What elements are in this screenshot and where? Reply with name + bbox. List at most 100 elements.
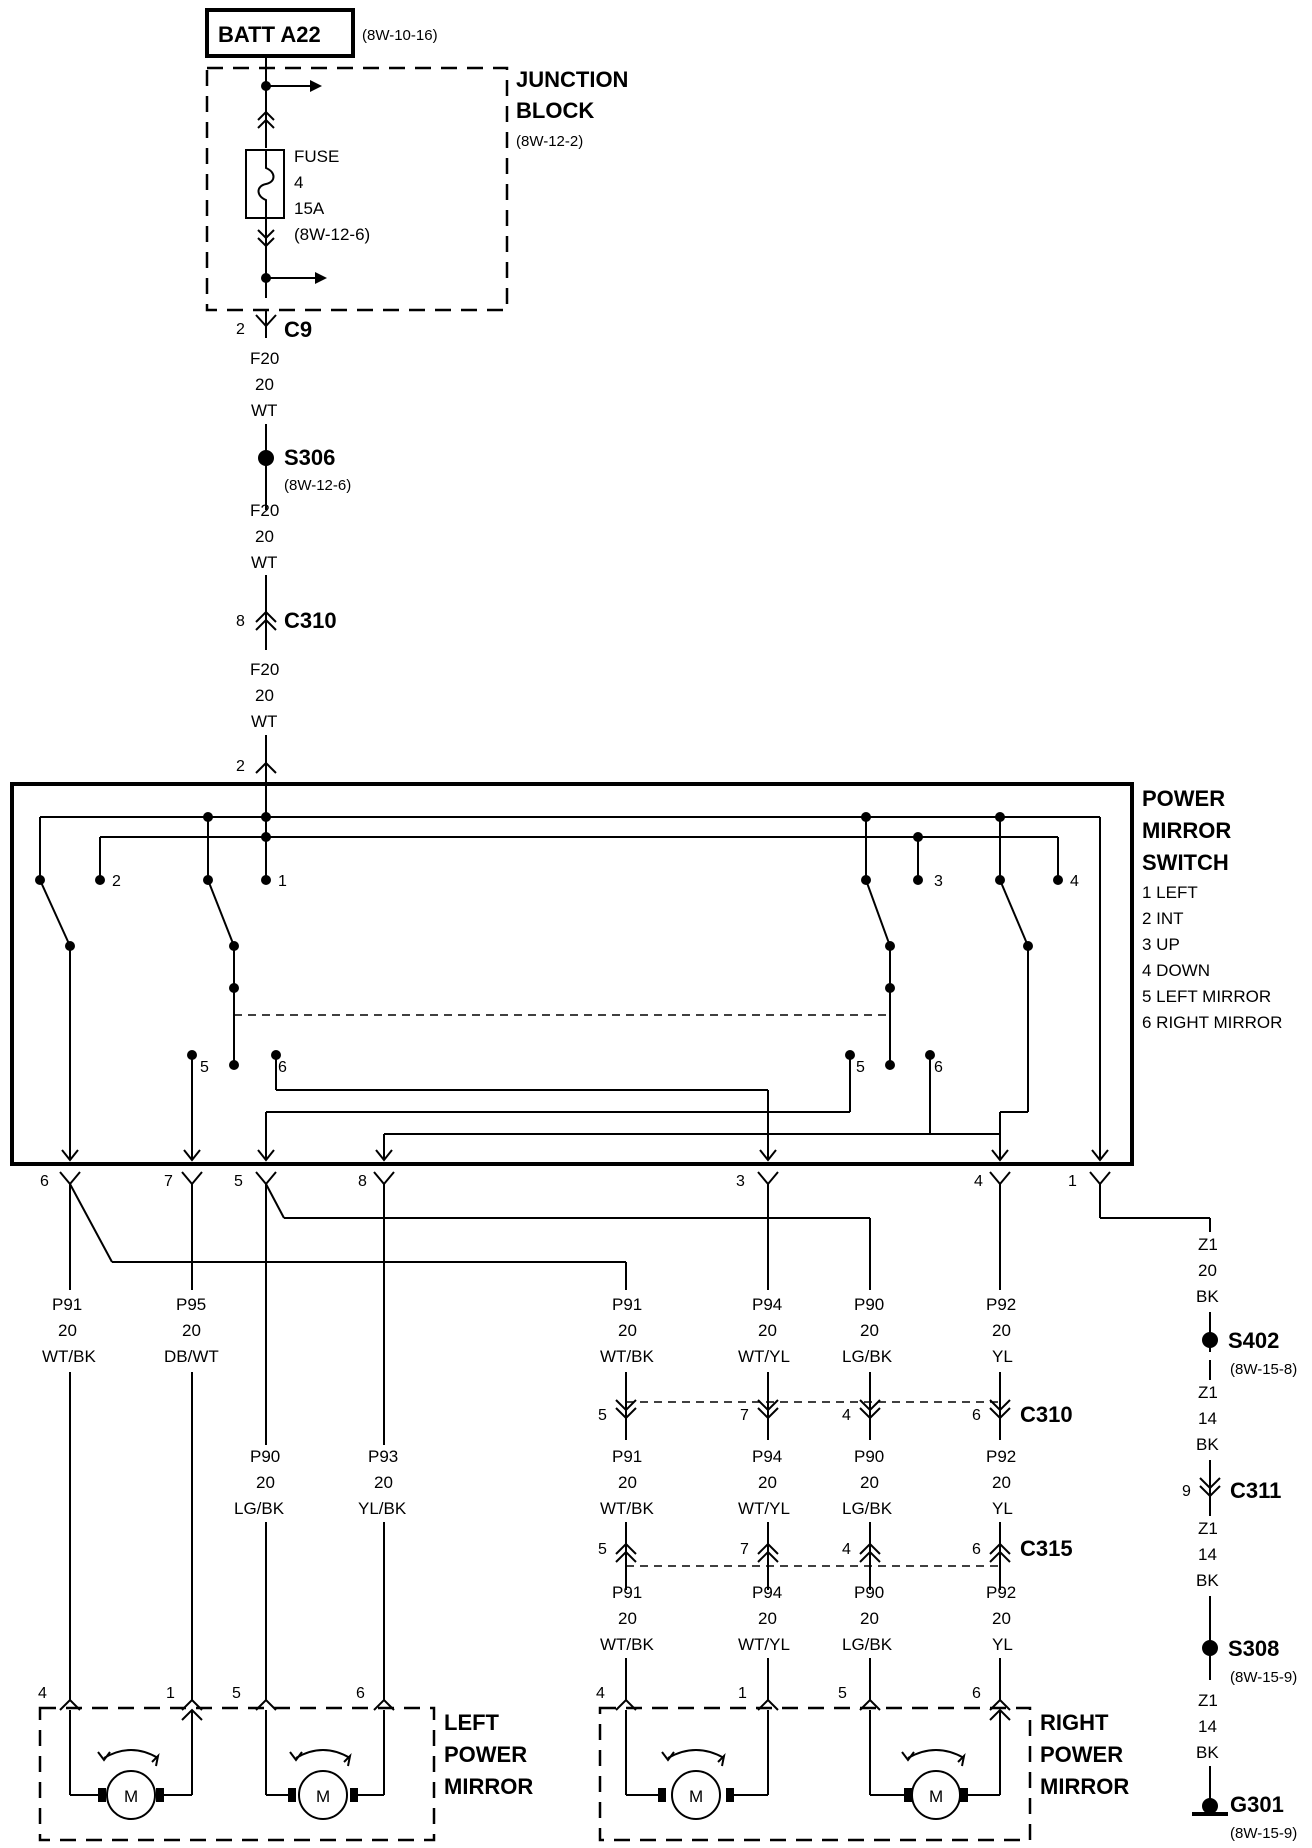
left-wire-p90-circuit: P90 <box>250 1447 280 1466</box>
s308-label: S308 <box>1228 1636 1279 1661</box>
c310-top-pin: 8 <box>236 613 245 630</box>
s308-ref: (8W-15-9) <box>1230 1669 1297 1686</box>
switch-contact-2: 2 <box>112 873 121 890</box>
junction-block-ref: (8W-12-2) <box>516 133 583 150</box>
right-wire-p90-color-1: LG/BK <box>842 1347 893 1366</box>
ground-wire-z1-circuit-4: Z1 <box>1198 1691 1218 1710</box>
right-wire-p94-gauge-1: 20 <box>758 1321 777 1340</box>
switch-pin-5: 5 <box>234 1173 243 1190</box>
left-mirror-title-2: POWER <box>444 1742 527 1767</box>
switch-left-contact-6: 6 <box>278 1059 287 1076</box>
right-wire-p91-circuit-1: P91 <box>612 1295 642 1314</box>
c311-label: C311 <box>1230 1478 1281 1503</box>
wire-f20-color-1: WT <box>251 401 277 420</box>
right-wire-p91-circuit-2: P91 <box>612 1447 642 1466</box>
left-wire-p90-gauge: 20 <box>256 1473 275 1492</box>
right-wire-p94-gauge-2: 20 <box>758 1473 777 1492</box>
right-wire-p90-color-3: LG/BK <box>842 1635 893 1654</box>
right-wire-p90-circuit-2: P90 <box>854 1447 884 1466</box>
right-mirror-title-1: RIGHT <box>1040 1710 1109 1735</box>
right-wire-p94-circuit-3: P94 <box>752 1583 782 1602</box>
left-wire-p91-gauge: 20 <box>58 1321 77 1340</box>
right-mirror-motor-2-label: M <box>929 1787 943 1806</box>
right-wire-p91-gauge-2: 20 <box>618 1473 637 1492</box>
s308-splice <box>1202 1640 1218 1656</box>
right-wire-p90-gauge-3: 20 <box>860 1609 879 1628</box>
switch-pin-3: 3 <box>736 1173 745 1190</box>
switch-right-contact-5: 5 <box>856 1059 865 1076</box>
right-wire-p94-color-1: WT/YL <box>738 1347 790 1366</box>
left-power-mirror-outline <box>38 1706 436 1842</box>
switch-bottom-connector <box>59 1171 1111 1186</box>
right-mirror-pin-1: 1 <box>738 1685 747 1702</box>
right-mirror-title-2: POWER <box>1040 1742 1123 1767</box>
s402-ref: (8W-15-8) <box>1230 1361 1297 1378</box>
switch-contact-3: 3 <box>934 873 943 890</box>
s306-label: S306 <box>284 445 335 470</box>
ground-wire-z1-gauge-2: 14 <box>1198 1409 1217 1428</box>
left-wire-p95-color: DB/WT <box>164 1347 219 1366</box>
right-mirror-motor-1-label: M <box>689 1787 703 1806</box>
ground-wire-z1-color-2: BK <box>1196 1435 1219 1454</box>
switch-right-contact-6: 6 <box>934 1059 943 1076</box>
power-mirror-switch-box <box>10 782 1134 1166</box>
left-wire-p91-circuit: P91 <box>52 1295 82 1314</box>
switch-left-contact-5: 5 <box>200 1059 209 1076</box>
left-mirror-motor-1 <box>69 1710 193 1820</box>
right-mirror-connector <box>615 1698 1011 1721</box>
wire-f20-gauge-1: 20 <box>255 375 274 394</box>
fuse-label-3: 15A <box>294 199 325 218</box>
left-wire-p93-color: YL/BK <box>358 1499 407 1518</box>
right-wire-p90-circuit-3: P90 <box>854 1583 884 1602</box>
left-mirror-title-1: LEFT <box>444 1710 500 1735</box>
ground-wire-z1-color-1: BK <box>1196 1287 1219 1306</box>
right-power-mirror-outline <box>598 1706 1032 1842</box>
right-wire-p94-color-2: WT/YL <box>738 1499 790 1518</box>
c310-bottom-pin-4: 4 <box>842 1407 851 1424</box>
switch-pin-6: 6 <box>40 1173 49 1190</box>
g301-ref: (8W-15-9) <box>1230 1825 1297 1842</box>
ground-wire-z1-circuit-3: Z1 <box>1198 1519 1218 1538</box>
wire-f20-gauge-2: 20 <box>255 527 274 546</box>
switch-top-pin-label: 2 <box>236 758 245 775</box>
c310-bottom-connector <box>615 1372 1011 1440</box>
ground-wire-z1-circuit-2: Z1 <box>1198 1383 1218 1402</box>
c311-pin: 9 <box>1182 1483 1191 1500</box>
right-mirror-motor-2 <box>869 1710 1001 1820</box>
s402-label: S402 <box>1228 1328 1279 1353</box>
fuse-label-2: 4 <box>294 173 303 192</box>
switch-pin-1: 1 <box>1068 1173 1077 1190</box>
c310-bottom-pin-7: 7 <box>740 1407 749 1424</box>
c310-bottom-pin-6: 6 <box>972 1407 981 1424</box>
left-mirror-title-3: MIRROR <box>444 1774 533 1799</box>
switch-legend-3: 3 UP <box>1142 935 1180 954</box>
c9-pin: 2 <box>236 321 245 338</box>
right-wire-p92-gauge-3: 20 <box>992 1609 1011 1628</box>
s402-splice <box>1202 1332 1218 1348</box>
left-mirror-pin-6: 6 <box>356 1685 365 1702</box>
s306-ref: (8W-12-6) <box>284 477 351 494</box>
right-wire-p91-circuit-3: P91 <box>612 1583 642 1602</box>
fuse-label-4: (8W-12-6) <box>294 225 370 244</box>
right-wire-p92-color-1: YL <box>992 1347 1013 1366</box>
junction-block-outline <box>205 66 509 312</box>
right-mirror-motor-1 <box>625 1710 769 1820</box>
right-wire-p90-gauge-1: 20 <box>860 1321 879 1340</box>
c311-connector <box>1199 1460 1221 1516</box>
right-wire-p91-gauge-1: 20 <box>618 1321 637 1340</box>
c315-connector <box>615 1522 1011 1590</box>
right-wire-p92-gauge-2: 20 <box>992 1473 1011 1492</box>
right-wire-p90-circuit-1: P90 <box>854 1295 884 1314</box>
junction-block-internal-wiring <box>257 56 327 298</box>
c9-label: C9 <box>284 317 312 342</box>
right-wire-p94-circuit-1: P94 <box>752 1295 782 1314</box>
right-wire-p92-gauge-1: 20 <box>992 1321 1011 1340</box>
left-wire-p95-gauge: 20 <box>182 1321 201 1340</box>
left-wire-p93-circuit: P93 <box>368 1447 398 1466</box>
junction-block-title-1: JUNCTION <box>516 67 628 92</box>
ground-wire-z1-gauge-1: 20 <box>1198 1261 1217 1280</box>
right-wire-p91-color-3: WT/BK <box>600 1635 654 1654</box>
c9-connector <box>255 310 277 338</box>
left-wire-p90-color: LG/BK <box>234 1499 285 1518</box>
